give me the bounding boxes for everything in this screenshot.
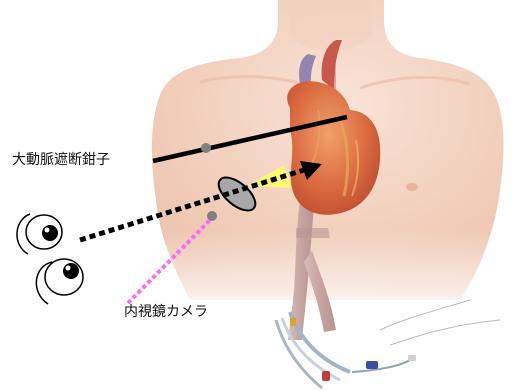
aortic-clamp-label: 大動脈遮断鉗子: [12, 149, 110, 169]
observer-eye-icon: [17, 214, 62, 254]
camera-pivot-dot: [207, 211, 217, 221]
clamp-pivot-dot: [201, 143, 211, 153]
endoscope-camera-label: 内視鏡カメラ: [124, 301, 208, 321]
observer-eye-icon: [36, 259, 83, 304]
